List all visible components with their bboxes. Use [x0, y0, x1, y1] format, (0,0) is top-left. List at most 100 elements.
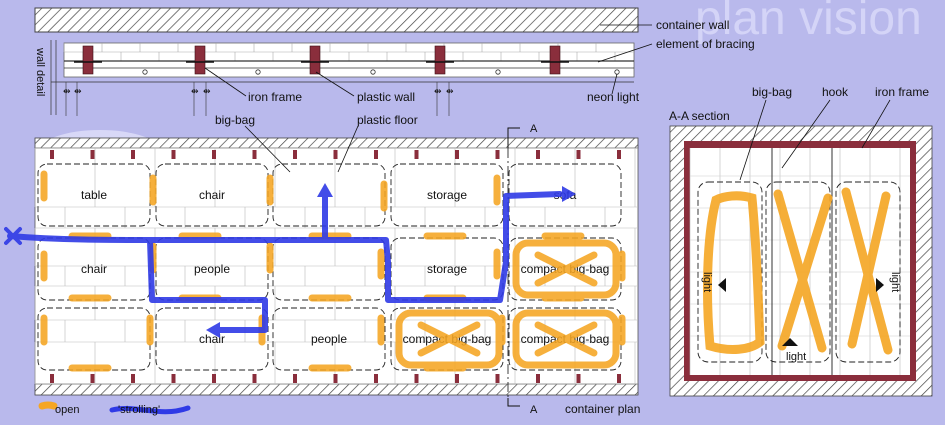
plan-frame-tick	[374, 374, 378, 383]
plan-frame-tick	[50, 150, 54, 159]
big-bag-cell-label: chair	[199, 332, 225, 346]
neon-light	[370, 69, 376, 75]
plastic-floor-label: plastic floor	[357, 113, 418, 127]
section-marker-bottom: A	[530, 404, 538, 416]
svg-text:⇹: ⇹	[74, 86, 82, 96]
section-title: A-A section	[669, 109, 730, 123]
section-grid	[689, 148, 910, 375]
big-bag-cell-label: table	[81, 188, 107, 202]
strolling-arrow-chair	[206, 322, 220, 338]
legend-strolling-swatch	[109, 405, 191, 415]
section-hook-label: hook	[822, 85, 849, 99]
section-markers: A A	[507, 123, 538, 416]
big-bag-cell	[508, 163, 622, 227]
strolling-path	[4, 183, 576, 338]
big-bag-cell	[390, 163, 504, 227]
svg-text:⇹: ⇹	[63, 86, 71, 96]
wall-bricks	[63, 43, 634, 61]
section-light-label-bottom: light	[786, 351, 806, 363]
iron-frame	[549, 45, 561, 75]
plastic-wall-label: plastic wall	[357, 90, 415, 104]
plan-frame-tick	[252, 150, 257, 159]
section-light-arrow-right	[876, 278, 884, 292]
strolling-arrow-up	[317, 183, 333, 197]
big-bag-cell	[155, 307, 269, 371]
section-light-label-left: light	[701, 272, 713, 292]
big-bag-cell-label: people	[194, 262, 230, 276]
legend: open 'strolling'	[38, 401, 191, 416]
section-light-arrow-bottom	[782, 338, 798, 346]
big-bag-cell-label: storage	[427, 188, 467, 202]
plan-frame-tick	[293, 374, 297, 383]
plan-frame-tick	[50, 374, 54, 383]
section-marker-top: A	[530, 123, 538, 135]
plan-frame-tick	[131, 150, 135, 159]
compact-bag-cross	[534, 321, 598, 357]
iron-frame	[82, 45, 94, 75]
plan-frame-tick	[131, 374, 135, 383]
compact-bag-outline	[512, 309, 620, 369]
plan-frame-tick	[171, 150, 176, 159]
svg-text:⇹: ⇹	[203, 86, 211, 96]
section-big-bag-label: big-bag	[752, 85, 792, 99]
container-wall	[34, 7, 639, 33]
plan-frame-tick	[293, 150, 297, 159]
plan-frame-tick	[333, 374, 338, 383]
strolling-path-loop	[147, 237, 268, 333]
neon-light	[255, 69, 261, 75]
neon-light	[495, 69, 501, 75]
svg-text:⇹: ⇹	[191, 86, 199, 96]
wall-detail-labels: container wall element of bracing iron f…	[204, 18, 755, 104]
strolling-arrow-sofa	[562, 186, 576, 202]
plan-frame-tick	[252, 374, 257, 383]
section-light-label-right: light	[889, 272, 901, 292]
plan-frame-tick	[212, 150, 216, 159]
bracing-label: element of bracing	[656, 37, 755, 51]
iron-frame	[309, 45, 321, 75]
svg-text:⇹: ⇹	[434, 86, 442, 96]
strolling-arrow-entry	[4, 227, 22, 245]
neon-light	[142, 69, 148, 75]
iron-frame-label: iron frame	[248, 90, 302, 104]
section-big-bag	[697, 181, 763, 363]
plan-frame-tick	[333, 150, 338, 159]
section-open-strokes	[703, 187, 893, 355]
section-big-bag	[765, 181, 831, 363]
big-bag-cell-label: people	[311, 332, 347, 346]
plan-frame-tick	[414, 150, 419, 159]
plan-frame-tick	[617, 150, 621, 159]
section-big-bag	[835, 181, 901, 363]
svg-text:⇹: ⇹	[446, 86, 454, 96]
plan-frame-tick	[414, 374, 419, 383]
big-bag-cell-label: chair	[81, 262, 107, 276]
iron-frames	[74, 45, 569, 75]
big-bag-cell-label: chair	[199, 188, 225, 202]
plan-frame-tick	[90, 150, 95, 159]
big-bag-label: big-bag	[215, 113, 255, 127]
legend-open-label: open	[55, 404, 79, 416]
plan-frame-tick	[212, 374, 216, 383]
plan-frame-tick	[495, 374, 500, 383]
plan-frame-tick	[374, 150, 378, 159]
dimension-lines: ⇹⇹⇹⇹⇹⇹	[63, 82, 454, 116]
section-light-arrow-left	[718, 278, 726, 292]
section-light-markers	[718, 278, 884, 346]
plan-frame-tick	[536, 150, 540, 159]
compact-bag-cross	[534, 251, 598, 287]
legend-open-swatch	[38, 401, 58, 410]
plan-frame-tick	[536, 374, 540, 383]
wall-detail-side-label: wall detail	[34, 47, 46, 96]
plan-frame-tick	[171, 374, 176, 383]
container-wall-label: container wall	[656, 18, 729, 32]
compact-bag-outline	[512, 239, 620, 299]
big-bag-cell	[272, 307, 386, 371]
plan-frame-tick	[576, 150, 581, 159]
compact-bag-cross	[417, 321, 481, 357]
plan-labels: big-bag plastic floor container plan	[215, 113, 640, 416]
legend-strolling-label: 'strolling'	[118, 404, 160, 416]
watermark: plan vision	[695, 0, 922, 45]
section-iron-frame-label: iron frame	[875, 85, 929, 99]
plan-frame-tick	[617, 374, 621, 383]
plan-frame-tick	[90, 374, 95, 383]
